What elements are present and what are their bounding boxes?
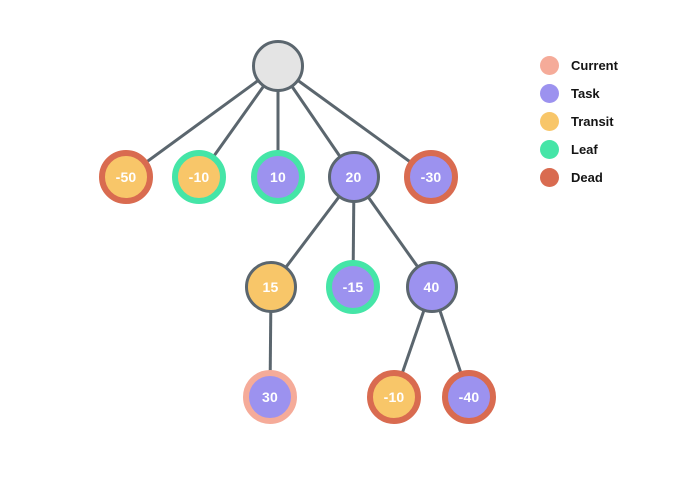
node-value: -10: [188, 169, 210, 185]
legend-swatch: [540, 168, 559, 187]
node-value: -10: [383, 389, 405, 405]
legend-item-dead: Dead: [540, 168, 618, 187]
tree-node-10: 10: [251, 150, 305, 204]
node-value: -30: [420, 169, 442, 185]
node-value: 15: [262, 278, 279, 295]
tree-node--30: -30: [404, 150, 458, 204]
node-value: 40: [423, 278, 440, 295]
node-value: 10: [270, 169, 286, 185]
tree-node-30: 30: [243, 370, 297, 424]
tree-node-15: 15: [244, 260, 297, 313]
legend-swatch: [540, 84, 559, 103]
tree-node--10: -10: [367, 370, 421, 424]
legend-item-current: Current: [540, 56, 618, 75]
legend-item-transit: Transit: [540, 112, 618, 131]
legend-swatch: [540, 140, 559, 159]
legend-label: Dead: [571, 170, 603, 185]
node-value: 20: [345, 168, 362, 185]
legend-label: Leaf: [571, 142, 598, 157]
legend-swatch: [540, 56, 559, 75]
tree-node--50: -50: [99, 150, 153, 204]
tree-edge: [125, 64, 279, 179]
node-value: -40: [458, 389, 480, 405]
legend-swatch: [540, 112, 559, 131]
legend-item-task: Task: [540, 84, 618, 103]
tree-node--15: -15: [326, 260, 380, 314]
tree-node--40: -40: [442, 370, 496, 424]
node-value: 30: [262, 389, 278, 405]
tree-node--10: -10: [172, 150, 226, 204]
legend-label: Current: [571, 58, 618, 73]
tree-node-40: 40: [405, 260, 458, 313]
legend-label: Task: [571, 86, 600, 101]
legend-label: Transit: [571, 114, 614, 129]
tree-node-root: [251, 39, 304, 92]
node-value: -15: [342, 279, 364, 295]
tree-node-20: 20: [327, 150, 380, 203]
legend-item-leaf: Leaf: [540, 140, 618, 159]
tree-edge: [277, 64, 432, 179]
node-value: -50: [115, 169, 137, 185]
